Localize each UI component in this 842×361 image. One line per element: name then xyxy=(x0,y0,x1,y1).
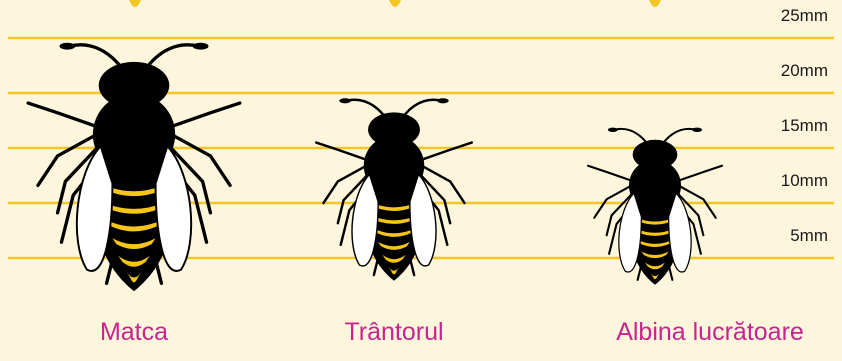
antenna xyxy=(665,129,696,141)
caption-queen: Matca xyxy=(100,318,168,347)
scale-label-20mm: 20mm xyxy=(781,61,828,81)
leg xyxy=(171,103,240,127)
antenna xyxy=(346,100,382,114)
scale-label-10mm: 10mm xyxy=(781,171,828,191)
leg xyxy=(28,103,97,127)
leg xyxy=(316,143,366,160)
leg xyxy=(588,166,631,181)
antenna xyxy=(614,129,645,141)
caption-worker: Albina lucrătoare xyxy=(616,318,804,347)
bee-worker xyxy=(588,128,722,285)
antenna-tip xyxy=(608,128,618,132)
antenna-tip xyxy=(692,128,702,132)
bee-queen xyxy=(28,43,240,291)
bee-drone xyxy=(316,98,472,281)
antenna xyxy=(406,100,442,114)
leg xyxy=(421,143,471,160)
scale-label-5mm: 5mm xyxy=(790,226,828,246)
caption-drone: Trântorul xyxy=(344,318,443,347)
drop-decoration xyxy=(649,0,661,7)
leg xyxy=(679,166,722,181)
antenna xyxy=(150,45,199,64)
drop-decoration xyxy=(389,0,401,7)
antenna-tip xyxy=(193,43,209,50)
bees xyxy=(28,43,722,291)
decorative-drops xyxy=(129,0,661,7)
scale-label-25mm: 25mm xyxy=(781,6,828,26)
drop-decoration xyxy=(129,0,141,7)
antenna-tip xyxy=(339,98,351,103)
antenna xyxy=(69,45,118,64)
antenna-tip xyxy=(437,98,449,103)
scale-label-15mm: 15mm xyxy=(781,116,828,136)
antenna-tip xyxy=(60,43,76,50)
